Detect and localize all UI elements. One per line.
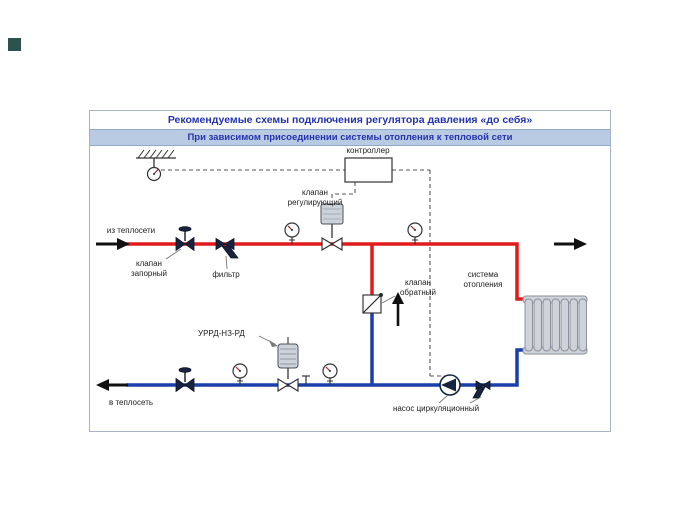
pump-label: насос циркуляционный: [392, 404, 480, 413]
inlet-flow-arrow: [96, 238, 130, 250]
to-network-label: в теплосеть: [108, 398, 154, 407]
diagram-frame: Рекомендуемые схемы подключения регулято…: [89, 110, 611, 432]
schematic-drawing: [96, 149, 588, 404]
shutoff-valve-return: [175, 367, 195, 393]
pressure-gauge-return-2: [322, 363, 338, 385]
filter-strainer-supply-icon: [215, 237, 239, 259]
pressure-gauge-supply-2: [407, 222, 423, 244]
bypass-flow-arrow: [392, 292, 404, 326]
outlet-flow-arrow: [96, 379, 128, 391]
temperature-sensor-icon: [146, 158, 162, 182]
check-valve-label: клапан обратный: [399, 278, 437, 297]
filter-label: фильтр: [212, 270, 240, 279]
heating-system-label: система отопления: [463, 270, 503, 289]
from-network-label: из теплосети: [106, 226, 156, 235]
pressure-gauge-return-1: [232, 363, 248, 385]
regulator-type-label: УРРД-НЗ-РД: [198, 329, 245, 338]
label-leader-lines: [165, 248, 482, 404]
diagram-title: Рекомендуемые схемы подключения регулято…: [167, 114, 533, 126]
shutoff-valve-supply: [175, 226, 195, 252]
diagram-subtitle: При зависимом присоединении системы отоп…: [90, 129, 610, 146]
wall-hatch: [136, 149, 176, 159]
check-valve-icon: [362, 293, 383, 314]
pressure-gauge-supply-1: [284, 222, 300, 244]
controller-label: контроллер: [346, 146, 390, 155]
corner-mark: [8, 38, 21, 51]
diagram-canvas: контроллер клапан регулирующий из теплос…: [90, 146, 610, 431]
regulating-valve-label: клапан регулирующий: [287, 188, 343, 207]
controller-box: [344, 157, 393, 183]
supply-direction-arrow: [554, 238, 587, 250]
shutoff-valve-label: клапан запорный: [131, 259, 167, 278]
return-pipe: [126, 311, 526, 387]
radiator-icon: [522, 295, 588, 355]
circulation-pump-icon: [439, 374, 461, 396]
impulse-tap-icon: [302, 375, 310, 385]
pressure-regulator-valve: [277, 337, 299, 392]
control-valve: [320, 203, 344, 251]
